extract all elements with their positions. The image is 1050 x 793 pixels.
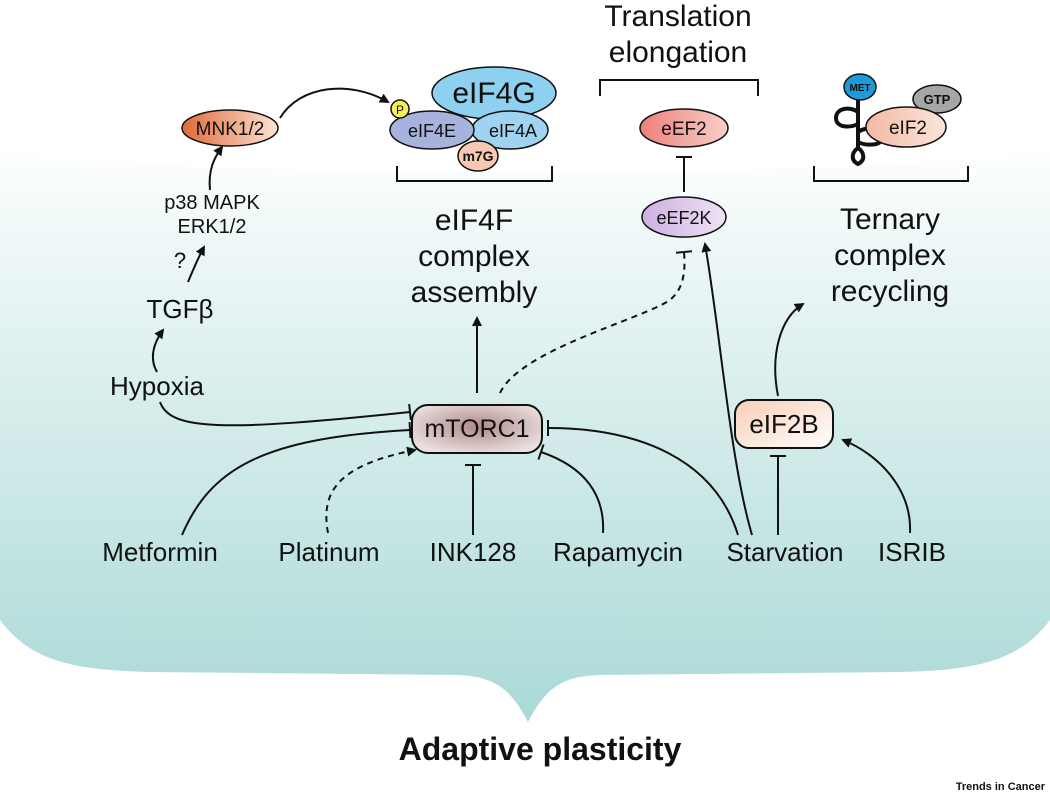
- eif2-label: eIF2: [889, 118, 927, 139]
- mnk-label: MNK1/2: [196, 119, 265, 140]
- edge-isrib-eif2b: [841, 438, 912, 534]
- eef2k-label: eEF2K: [656, 208, 711, 228]
- input-rapamycin: Rapamycin: [553, 537, 683, 567]
- edge-starvation-eef2k: [701, 242, 753, 536]
- met-label: MET: [849, 83, 870, 94]
- translation-elongation-line2: elongation: [609, 36, 747, 69]
- bracket-ternary: [813, 166, 969, 182]
- phospho-label: P: [396, 103, 404, 117]
- bracket-translation-elongation: [599, 79, 759, 96]
- eif4e-node: [389, 110, 475, 150]
- input-isrib: ISRIB: [878, 537, 946, 567]
- eif2b-node: [734, 399, 834, 449]
- eif4f-line1: eIF4F: [435, 204, 513, 237]
- edge-starvation-mtorc1: [546, 419, 739, 536]
- eif4f-line2: complex: [418, 240, 530, 273]
- input-ink128: INK128: [430, 537, 517, 567]
- eef2k-node: [641, 196, 727, 238]
- eif2b-label: eIF2B: [749, 409, 818, 439]
- edge-hypoxia-mtorc1: [159, 401, 412, 427]
- journal-credit: Trends in Cancer: [956, 781, 1046, 793]
- hypoxia-label: Hypoxia: [110, 371, 204, 401]
- gtp-label: GTP: [924, 92, 951, 107]
- edge-tgfb-erk: [187, 245, 205, 283]
- edge-hypoxia-tgfb: [151, 328, 165, 373]
- edge-mtorc1-eef2k: [499, 250, 693, 394]
- eif4a-label: eIF4A: [489, 121, 537, 141]
- m7g-node: [457, 140, 499, 172]
- edge-erk-mnk: [208, 145, 224, 191]
- ternary-line3: recycling: [831, 275, 949, 308]
- gtp-node: [912, 84, 962, 114]
- bracket-eif4f: [396, 166, 553, 182]
- ternary-line1: Ternary: [840, 203, 940, 236]
- input-starvation: Starvation: [726, 537, 843, 567]
- m7g-label: m7G: [462, 148, 493, 164]
- eif2-node: [865, 106, 947, 148]
- edge-mnk-eif4e: [279, 87, 390, 119]
- mnk-node: [181, 109, 279, 147]
- input-metformin: Metformin: [102, 537, 218, 567]
- mtorc1-node: [411, 404, 543, 454]
- input-platinum: Platinum: [278, 537, 379, 567]
- ternary-line2: complex: [834, 239, 946, 272]
- eif4f-line3: assembly: [411, 276, 538, 309]
- diagram-title: Adaptive plasticity: [399, 731, 682, 767]
- met-node: [843, 73, 877, 101]
- p38-label: p38 MAPK: [164, 192, 260, 214]
- eef2-node: [639, 108, 729, 148]
- edge-metformin-mtorc1: [181, 421, 412, 536]
- edge-platinum-mtorc1: [325, 446, 417, 534]
- translation-elongation-line1: Translation: [604, 0, 751, 33]
- phospho-node: [390, 99, 410, 119]
- edge-rapamycin-mtorc1: [537, 444, 605, 534]
- eef2-label: eEF2: [661, 119, 706, 140]
- eif4e-label: eIF4E: [408, 121, 456, 141]
- erk-label: ERK1/2: [178, 216, 247, 238]
- mtorc1-label: mTORC1: [424, 415, 529, 443]
- eif4g-label: eIF4G: [452, 77, 535, 110]
- question-label: ?: [174, 248, 186, 273]
- tgfb-label: TGFβ: [147, 294, 214, 324]
- edge-eif2b-ternary: [774, 302, 805, 397]
